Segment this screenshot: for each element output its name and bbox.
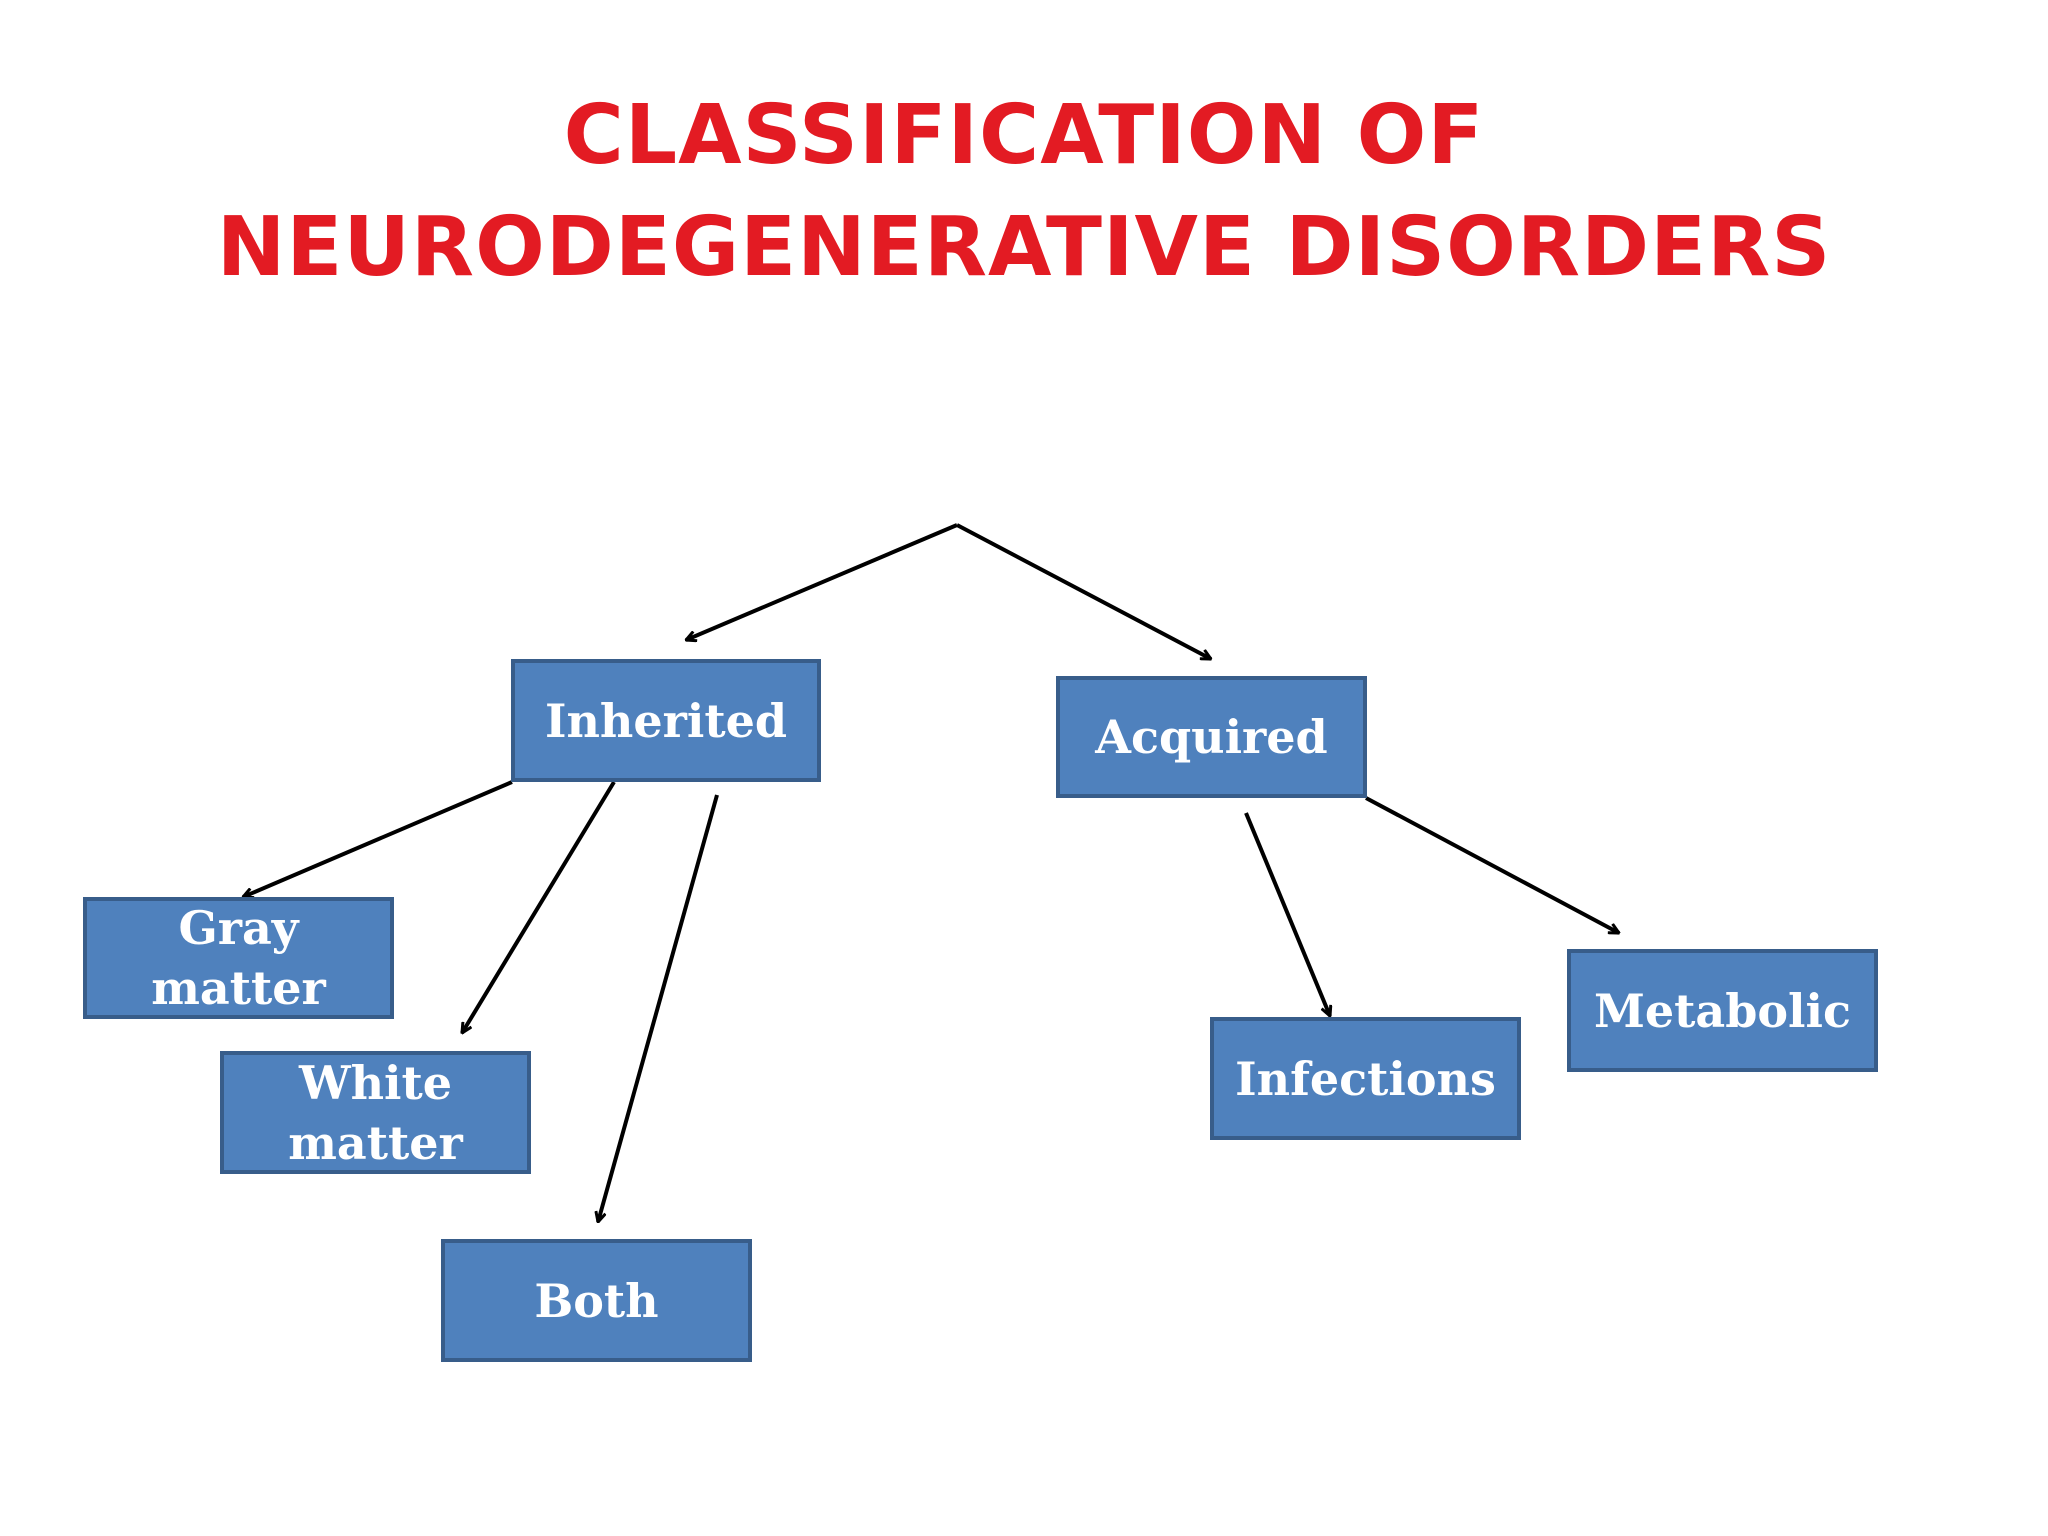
node-acquired: Acquired bbox=[1056, 676, 1367, 798]
node-gray-matter-line1: Gray bbox=[178, 901, 299, 955]
arrow-inherited-to-both bbox=[598, 794, 719, 1222]
node-gray-matter: Gray matter bbox=[83, 897, 394, 1019]
node-gray-matter-line2: matter bbox=[151, 961, 326, 1015]
arrow-root-to-acquired bbox=[956, 523, 1211, 661]
node-infections: Infections bbox=[1210, 1017, 1521, 1140]
node-white-matter: White matter bbox=[220, 1051, 531, 1174]
node-white-matter-line2: matter bbox=[288, 1115, 463, 1170]
arrow-acquired-to-metabolic bbox=[1365, 796, 1619, 935]
title-line-2: NEURODEGENERATIVE DISORDERS bbox=[216, 200, 1832, 295]
arrow-root-to-inherited bbox=[686, 523, 958, 640]
node-infections-label: Infections bbox=[1235, 1051, 1496, 1106]
node-white-matter-line1: White bbox=[298, 1055, 453, 1110]
node-metabolic-label: Metabolic bbox=[1593, 983, 1852, 1038]
node-both-label: Both bbox=[534, 1273, 659, 1328]
node-acquired-label: Acquired bbox=[1095, 710, 1328, 764]
arrow-inherited-to-white-matter bbox=[462, 780, 616, 1033]
arrow-inherited-to-gray-matter bbox=[243, 780, 513, 897]
node-metabolic: Metabolic bbox=[1567, 949, 1878, 1072]
node-inherited: Inherited bbox=[511, 659, 821, 782]
node-inherited-label: Inherited bbox=[544, 693, 788, 748]
title-line-1: CLASSIFICATION OF bbox=[563, 88, 1485, 183]
node-both: Both bbox=[441, 1239, 752, 1362]
arrow-acquired-to-infections bbox=[1244, 812, 1330, 1016]
